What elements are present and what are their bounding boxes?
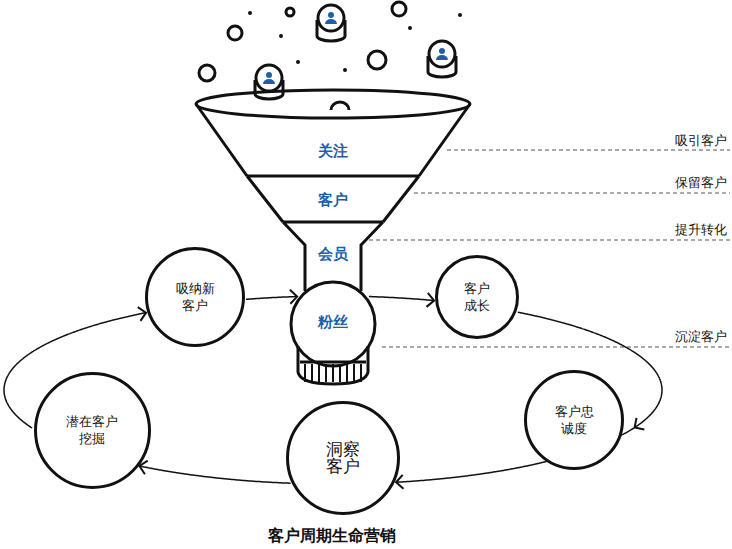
bubble bbox=[392, 2, 406, 16]
stage-label: 保留客户 bbox=[674, 175, 728, 191]
funnel-rim bbox=[196, 90, 470, 118]
diagram-title: 客户周期生命营销 bbox=[0, 526, 664, 546]
node-text: 客户成长 bbox=[464, 280, 490, 314]
bubble bbox=[368, 51, 386, 69]
node-text: 潜在客户挖掘 bbox=[66, 413, 118, 447]
node-text: 洞察客户 bbox=[326, 441, 360, 475]
funnel-band: 客户 bbox=[247, 176, 419, 222]
arrow-head bbox=[635, 418, 645, 430]
band-outline bbox=[196, 104, 470, 176]
funnel-bulb: 粉丝 bbox=[289, 280, 377, 368]
falling-user bbox=[331, 102, 349, 110]
node-text: 粉丝 bbox=[318, 313, 348, 331]
node-text: 关注 bbox=[318, 142, 348, 160]
cycle-connector bbox=[246, 290, 297, 304]
user-coin bbox=[428, 41, 456, 77]
stage-circle: 吸纳新客户 bbox=[145, 247, 245, 347]
arrow-head bbox=[427, 293, 435, 307]
arrow-head bbox=[138, 307, 146, 321]
stage-circle: 潜在客户挖掘 bbox=[34, 372, 151, 489]
node-text: 会员 bbox=[318, 245, 348, 263]
node-text: 吸纳新客户 bbox=[176, 280, 215, 314]
stage-label: 吸引客户 bbox=[674, 133, 728, 149]
user-coin bbox=[317, 5, 345, 41]
node-text: 客户忠诚度 bbox=[555, 403, 594, 437]
bubble bbox=[228, 26, 242, 40]
funnel-band: 关注 bbox=[196, 104, 470, 176]
bubble bbox=[286, 8, 294, 16]
stage-label: 提升转化 bbox=[674, 222, 728, 238]
node-text: 客户 bbox=[318, 191, 348, 209]
stage-circle: 洞察客户 bbox=[286, 401, 400, 515]
stage-label: 沉淀客户 bbox=[674, 329, 728, 345]
leader-line bbox=[369, 150, 730, 347]
cycle-connector bbox=[139, 461, 290, 484]
stage-circle: 客户忠诚度 bbox=[524, 370, 624, 470]
cycle-connector bbox=[369, 293, 434, 307]
bubble bbox=[199, 65, 215, 81]
stage-circle: 客户成长 bbox=[435, 255, 519, 339]
user-coin bbox=[255, 65, 283, 99]
arrow-head bbox=[396, 475, 403, 489]
